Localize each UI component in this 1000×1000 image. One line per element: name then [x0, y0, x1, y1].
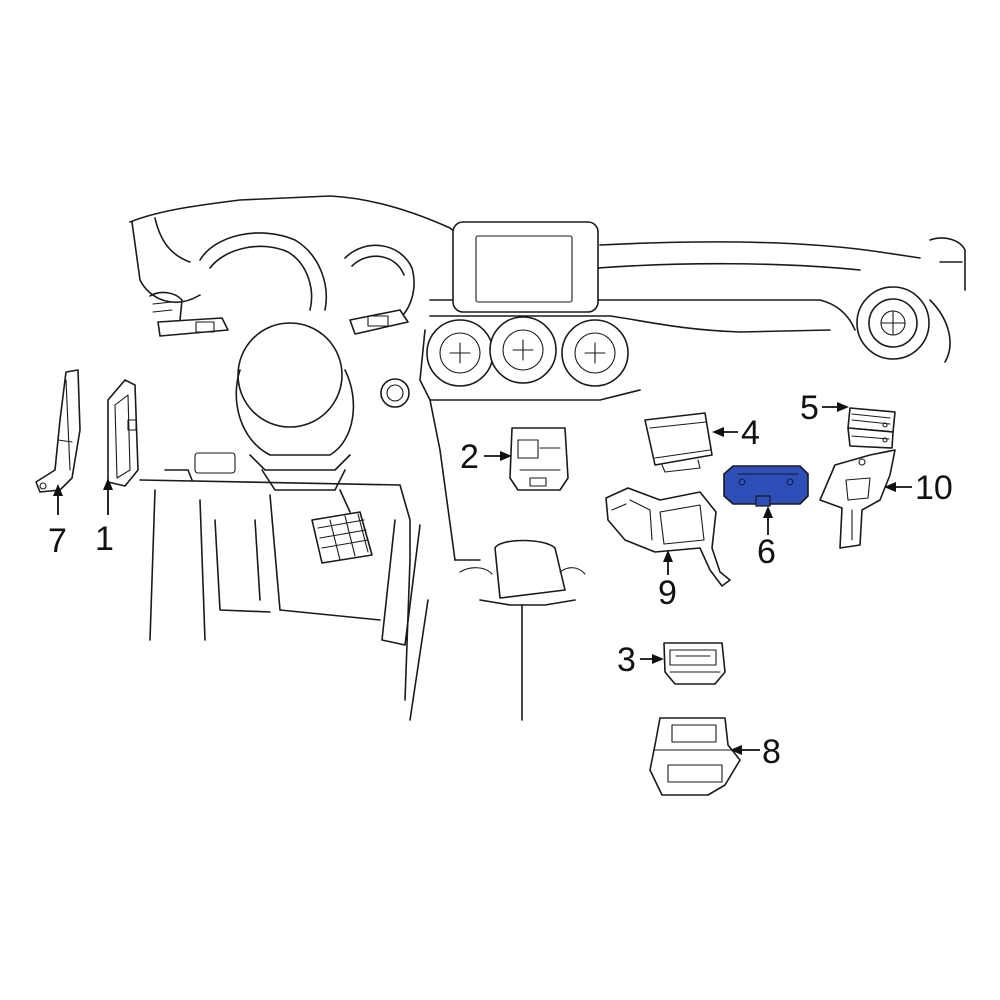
part-6-module [723, 465, 809, 507]
part-9-bracket [605, 487, 731, 587]
part-3-module [663, 642, 726, 685]
callout-4: 4 [741, 414, 760, 452]
callout-1: 1 [95, 520, 114, 558]
callout-arrows [53, 402, 912, 755]
callout-7: 7 [48, 522, 67, 560]
callout-8: 8 [762, 733, 781, 771]
part-2-module [509, 427, 569, 491]
part-7-bracket [35, 369, 81, 493]
part-10-bracket [819, 449, 896, 549]
callout-3: 3 [617, 641, 636, 679]
part-4-module [644, 412, 713, 473]
callout-5: 5 [800, 389, 819, 427]
callout-10: 10 [915, 469, 953, 507]
callout-9: 9 [658, 574, 677, 612]
part-5-module [847, 407, 896, 449]
callout-6: 6 [757, 533, 776, 571]
part-1-module [107, 379, 139, 487]
dashboard-outline [129, 195, 966, 721]
callout-2: 2 [460, 438, 479, 476]
part-8-module [649, 717, 741, 796]
